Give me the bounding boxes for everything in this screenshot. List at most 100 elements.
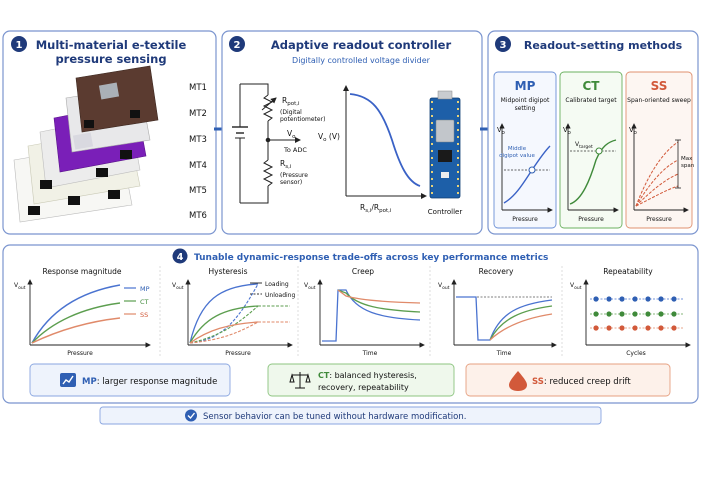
controller-pin	[431, 164, 433, 166]
divider-plot-ylabel: Vo (V)	[318, 132, 340, 143]
controller-pin	[457, 157, 459, 159]
repeat-dot-ct	[593, 311, 599, 317]
panel-1-badge	[11, 36, 27, 52]
controller-pin	[457, 171, 459, 173]
method-code-mp: MP	[515, 79, 536, 93]
repeat-dot-ss	[658, 325, 664, 331]
material-label: MT3	[189, 135, 207, 145]
controller-pin	[431, 108, 433, 110]
summary-mp: MP: larger response magnitude	[29, 363, 231, 397]
creep-xlabel: Time	[362, 350, 378, 357]
method-code-ss: SS	[651, 79, 668, 93]
hysteresis-legend-unloading: Unloading	[265, 292, 295, 299]
chart-hysteresis: Loading Unloading Vout Pressure	[172, 279, 295, 357]
hysteresis-legend-loading: Loading	[265, 281, 289, 288]
method-desc-ct-1: Calibrated target	[565, 97, 617, 104]
rpot-label: Rpot,i	[282, 96, 300, 107]
controller-pin	[431, 101, 433, 103]
repeat-dot-ct	[619, 311, 625, 317]
panel-4: 4 Tunable dynamic-response trade-offs ac…	[2, 244, 699, 404]
to-adc-label: To ADC	[283, 146, 307, 154]
controller-board-icon	[429, 90, 461, 199]
controller-pin	[431, 185, 433, 187]
summary-ct: CT: balanced hysteresis, recovery, repea…	[267, 363, 455, 397]
mp-xlabel: Pressure	[512, 216, 538, 223]
method-card-ss	[625, 71, 693, 229]
rs-desc-2: sensor)	[280, 179, 302, 186]
material-labels: MT1 MT2 MT3 MT4 MT5 MT6	[189, 83, 207, 221]
ss-note-2: span	[681, 163, 695, 169]
mp-note-2: digipot value	[499, 153, 535, 159]
creep-curve-ct	[337, 289, 421, 313]
summary-ss-text: SS: reduced creep drift	[532, 377, 631, 387]
repeat-dot-ss	[632, 325, 638, 331]
chart-title-response: Response magnitude	[43, 267, 122, 276]
chart-title-recovery: Recovery	[479, 267, 514, 276]
ss-ylabel: Vo	[629, 126, 637, 136]
controller-pins	[431, 101, 459, 194]
legend-label-mp: MP	[140, 285, 150, 293]
ss-note-1: Max	[681, 156, 693, 162]
ct-note: Vtarget	[575, 141, 593, 150]
repeat-dot-ct	[645, 311, 651, 317]
response-curve-mp	[31, 284, 121, 344]
repeat-dot-mp	[658, 296, 664, 302]
method-card-mp	[493, 71, 557, 229]
controller-pin	[431, 178, 433, 180]
panel-3-number: 3	[500, 40, 507, 51]
controller-pin	[431, 136, 433, 138]
panel-2-number: 2	[234, 40, 241, 51]
trend-up-icon	[62, 375, 74, 385]
rpot-desc-2: potentiometer)	[280, 116, 325, 123]
repeat-dot-ss	[606, 325, 612, 331]
hysteresis-xlabel: Pressure	[225, 350, 251, 357]
vo-label: Vo	[287, 129, 296, 140]
footer-banner: Sensor behavior can be tuned without har…	[99, 406, 602, 425]
repeat-dot-mp	[593, 296, 599, 302]
controller-pin	[457, 122, 459, 124]
controller-pin	[457, 178, 459, 180]
repeat-dot-ss	[645, 325, 651, 331]
rs-label: Rs,i	[280, 159, 292, 170]
controller-pin	[431, 192, 433, 194]
repeat-dot-mp	[619, 296, 625, 302]
footer-text: Sensor behavior can be tuned without har…	[203, 412, 466, 422]
method-desc-mp-2: setting	[515, 105, 536, 112]
material-label: MT1	[189, 83, 207, 93]
method-card-ct	[559, 71, 623, 229]
chart-title-hysteresis: Hysteresis	[209, 267, 248, 276]
check-circle-icon	[185, 409, 197, 422]
legend-label-ss: SS	[140, 311, 148, 319]
response-curve-ct	[31, 302, 121, 344]
method-desc-mp-1: Midpoint digipot	[501, 97, 550, 104]
chart-response-magnitude: MP CT SS Vout Pressure	[14, 279, 151, 357]
summary-mp-text: MP: larger response magnitude	[82, 377, 217, 387]
controller-pin	[431, 122, 433, 124]
controller-pin	[431, 157, 433, 159]
recovery-curve-ss	[489, 313, 553, 341]
panel-1-title-line2: pressure sensing	[55, 52, 166, 66]
textile-stack-illustration	[13, 65, 159, 223]
controller-pin	[457, 129, 459, 131]
chart-repeatability: Vout Cycles	[570, 279, 691, 357]
controller-label: Controller	[428, 208, 463, 216]
controller-pin	[431, 143, 433, 145]
summary-ss: SS: reduced creep drift	[465, 363, 671, 397]
controller-pin	[431, 129, 433, 131]
recovery-curve-ct	[489, 305, 553, 341]
ct-method-curve	[569, 139, 617, 205]
repeat-dot-ct	[606, 311, 612, 317]
controller-pin	[431, 150, 433, 152]
recovery-ylabel: Vout	[438, 282, 450, 291]
controller-pin	[457, 185, 459, 187]
mp-note-1: Middle	[508, 146, 527, 152]
repeat-dot-ct	[658, 311, 664, 317]
controller-pin	[457, 150, 459, 152]
summary-ct-text-1: CT: balanced hysteresis,	[318, 371, 417, 380]
ss-xlabel: Pressure	[646, 216, 672, 223]
panel-4-badge	[172, 248, 188, 264]
method-desc-ss-1: Span-oriented sweep	[627, 97, 691, 104]
recovery-xlabel: Time	[496, 350, 512, 357]
material-label: MT4	[189, 161, 207, 171]
